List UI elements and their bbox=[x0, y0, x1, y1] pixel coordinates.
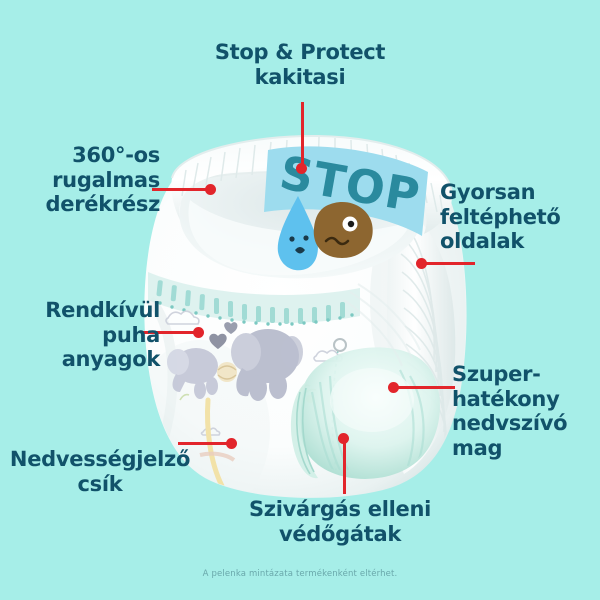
label-stop-protect: Stop & Protect kakitasi bbox=[214, 40, 386, 89]
pointer-dot-soft bbox=[193, 327, 204, 338]
pointer-line-soft bbox=[143, 331, 198, 334]
pointer-line-wetness bbox=[178, 442, 231, 445]
pointer-line-barriers bbox=[343, 437, 346, 494]
footnote-disclaimer: A pelenka mintázata termékenként eltérhe… bbox=[202, 569, 398, 579]
pointer-dot-sides bbox=[416, 258, 427, 269]
label-soft-materials: Rendkívül puha anyagok bbox=[45, 298, 160, 372]
pointer-dot-barriers bbox=[338, 433, 349, 444]
label-wetness-indicator: Nedvességjelző csík bbox=[9, 447, 191, 496]
label-tear-away-sides: Gyorsan feltéphető oldalak bbox=[440, 180, 561, 254]
label-leak-barriers: Szivárgás elleni védőgátak bbox=[248, 497, 431, 546]
pointer-line-sides bbox=[421, 262, 475, 265]
water-drop-character bbox=[277, 196, 318, 271]
pointer-dot-stop-protect bbox=[296, 163, 307, 174]
pointer-line-core bbox=[393, 386, 455, 389]
label-absorbent-core: Szuper- hatékony nedvszívó mag bbox=[452, 362, 568, 460]
pointer-line-stop-protect bbox=[301, 102, 304, 168]
poop-character bbox=[313, 202, 373, 258]
pointer-dot-wetness bbox=[226, 438, 237, 449]
pointer-dot-core bbox=[388, 382, 399, 393]
absorbent-core bbox=[290, 347, 440, 479]
stop-sign-text: STOP bbox=[276, 145, 425, 223]
printed-decorative-band bbox=[148, 272, 360, 326]
stop-sign-graphic: STOP bbox=[264, 145, 428, 236]
pointer-dot-waistband bbox=[205, 184, 216, 195]
leak-guard-barriers bbox=[290, 382, 318, 479]
label-waistband: 360°-os rugalmas derékrész bbox=[45, 143, 161, 217]
pointer-line-waistband bbox=[152, 188, 210, 191]
